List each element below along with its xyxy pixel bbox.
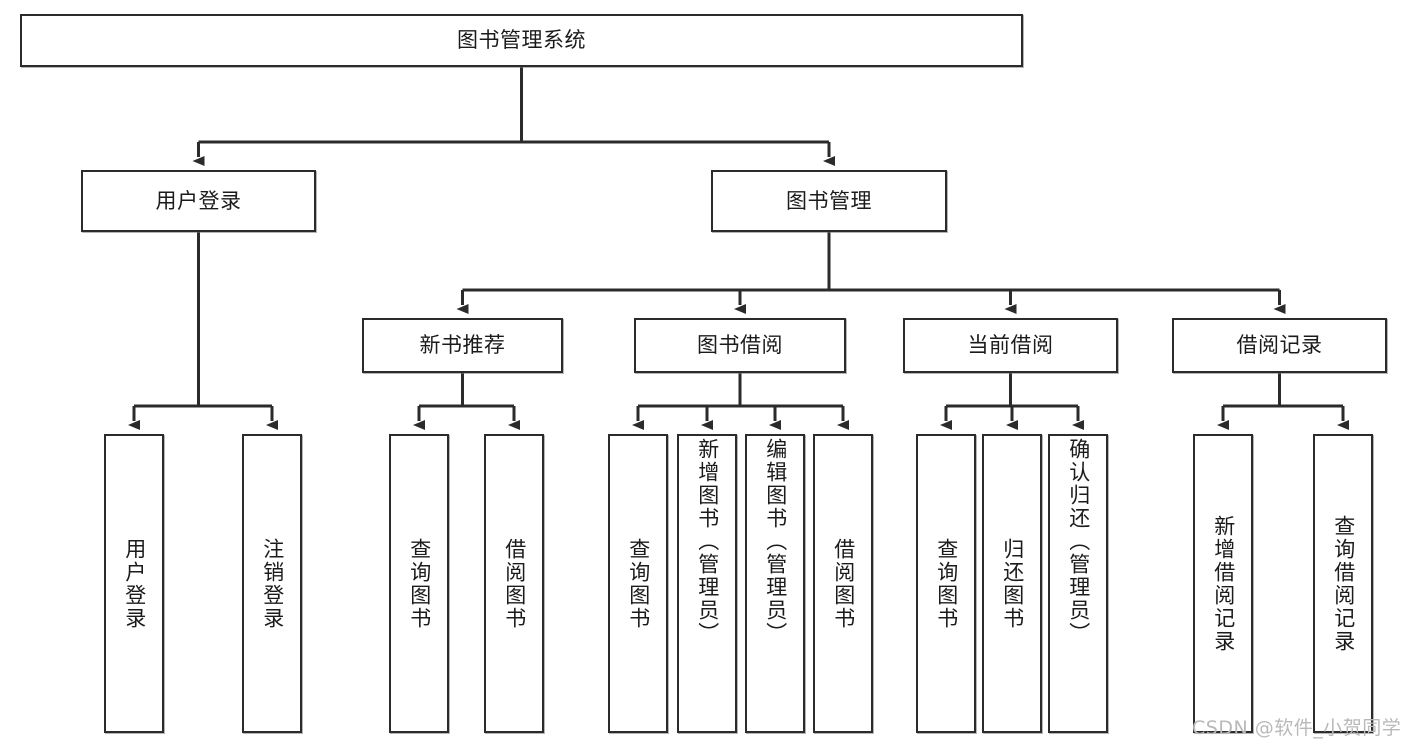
node-leaf-login-2[interactable]: 注销登录: [242, 434, 302, 733]
node-leaf-cur-3[interactable]: 确认归还（管理员）: [1048, 434, 1108, 733]
node-leaf-new-1[interactable]: 查询图书: [389, 434, 449, 733]
node-root[interactable]: 图书管理系统: [20, 14, 1023, 67]
node-newbook[interactable]: 新书推荐: [362, 318, 563, 373]
node-label: 新书推荐: [419, 333, 506, 357]
node-leaf-bor-3[interactable]: 编辑图书（管理员）: [745, 434, 805, 733]
node-label: 注销登录: [260, 537, 285, 630]
node-borrow[interactable]: 图书借阅: [634, 318, 846, 373]
node-label: 查询图书: [626, 537, 651, 630]
node-label: 查询借阅记录: [1331, 514, 1356, 653]
node-bookmgmt[interactable]: 图书管理: [711, 170, 947, 232]
node-label: 图书借阅: [697, 333, 783, 357]
node-label: 归还图书: [1000, 537, 1025, 630]
node-login[interactable]: 用户登录: [81, 170, 316, 232]
node-leaf-new-2[interactable]: 借阅图书: [484, 434, 544, 733]
node-label: 图书管理: [786, 188, 872, 213]
watermark: CSDN @软件_小贺同学: [1192, 717, 1402, 739]
node-label: 新增借阅记录: [1211, 514, 1236, 653]
node-leaf-cur-2[interactable]: 归还图书: [982, 434, 1042, 733]
node-leaf-bor-1[interactable]: 查询图书: [608, 434, 668, 733]
node-label: 用户登录: [122, 537, 147, 630]
node-leaf-login-1[interactable]: 用户登录: [104, 434, 164, 733]
node-label: 新增图书（管理员）: [695, 438, 720, 645]
node-leaf-cur-1[interactable]: 查询图书: [916, 434, 976, 733]
node-leaf-bor-4[interactable]: 借阅图书: [813, 434, 873, 733]
node-label: 图书管理系统: [457, 28, 586, 52]
node-label: 当前借阅: [967, 333, 1054, 357]
node-label: 编辑图书（管理员）: [763, 438, 788, 645]
node-leaf-rec-2[interactable]: 查询借阅记录: [1313, 434, 1373, 733]
node-leaf-rec-1[interactable]: 新增借阅记录: [1193, 434, 1253, 733]
node-label: 借阅记录: [1236, 333, 1323, 357]
node-label: 借阅图书: [502, 537, 527, 630]
node-label: 查询图书: [407, 537, 432, 630]
node-label: 用户登录: [155, 188, 242, 213]
node-label: 借阅图书: [831, 537, 856, 630]
node-label: 确认归还（管理员）: [1066, 438, 1091, 645]
node-current[interactable]: 当前借阅: [903, 318, 1118, 373]
node-label: 查询图书: [934, 537, 959, 630]
node-leaf-bor-2[interactable]: 新增图书（管理员）: [677, 434, 737, 733]
node-records[interactable]: 借阅记录: [1172, 318, 1387, 373]
